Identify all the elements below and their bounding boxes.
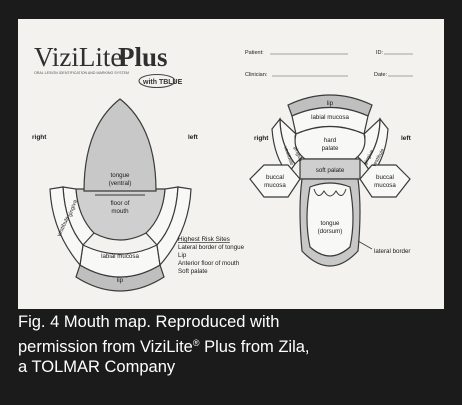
caption-line-2b: Plus from Zila, xyxy=(199,338,309,356)
patient-label: Patient: xyxy=(245,50,264,56)
lateral-border-leader xyxy=(358,241,372,249)
logo-brand: ViziLite xyxy=(34,42,122,72)
upper-labial-mucosa-label: labial mucosa xyxy=(311,114,349,121)
logo-plus: Plus xyxy=(118,42,168,72)
caption-line-3: a TOLMAR Company xyxy=(18,357,448,378)
risk-site-item: Lateral border of tongue xyxy=(178,244,245,251)
patient-form: Patient: ID: Clinician: Date: xyxy=(245,50,413,78)
left-map-right-label: right xyxy=(32,134,47,141)
lower-labial-mucosa-label: labial mucosa xyxy=(101,253,139,260)
mouth-map-card: ViziLite Plus ORAL LESION IDENTIFICATION… xyxy=(18,19,444,309)
right-map-right-label: right xyxy=(254,135,269,142)
logo-tagline: ORAL LESION IDENTIFICATION AND MARKING S… xyxy=(34,71,129,75)
hard-palate-label-2: palate xyxy=(322,145,339,152)
date-label: Date: xyxy=(374,72,388,78)
risk-site-item: Lip xyxy=(178,252,187,259)
upper-lip-label: lip xyxy=(327,100,334,107)
buccal-left-label-1: buccal xyxy=(266,174,284,181)
risk-site-item: Soft palate xyxy=(178,268,208,275)
lower-lip-label: lip xyxy=(117,277,124,284)
floor-label-2: mouth xyxy=(111,208,129,215)
vizilite-logo: ViziLite Plus ORAL LESION IDENTIFICATION… xyxy=(34,42,183,88)
id-label: ID: xyxy=(376,50,384,56)
buccal-left-label-2: mucosa xyxy=(264,182,286,189)
caption-line-2: permission from ViziLite® Plus from Zila… xyxy=(18,333,448,358)
lateral-border-label: lateral border xyxy=(374,248,410,255)
risk-sites-list: Highest Risk Sites Lateral border of ton… xyxy=(178,236,245,275)
tongue-dorsum-label-1: tongue xyxy=(321,220,340,227)
risk-sites-heading: Highest Risk Sites xyxy=(178,236,230,243)
lower-mouth-map xyxy=(50,99,191,291)
right-map-left-label: left xyxy=(401,135,412,142)
hard-palate-label-1: hard xyxy=(324,137,337,144)
caption-line-1: Fig. 4 Mouth map. Reproduced with xyxy=(18,312,448,333)
buccal-mucosa-right-region xyxy=(360,165,410,197)
ventral-tongue-label-1: tongue xyxy=(111,172,130,179)
caption-line-2a: permission from ViziLite xyxy=(18,338,193,356)
risk-site-item: Anterior floor of mouth xyxy=(178,260,240,267)
buccal-right-label-1: buccal xyxy=(376,174,394,181)
clinician-label: Clinician: xyxy=(245,72,268,78)
mouth-map-diagram: ViziLite Plus ORAL LESION IDENTIFICATION… xyxy=(18,19,444,309)
buccal-right-label-2: mucosa xyxy=(374,182,396,189)
floor-label-1: floor of xyxy=(111,200,130,207)
figure-caption: Fig. 4 Mouth map. Reproduced with permis… xyxy=(18,312,448,378)
ventral-tongue-label-2: (ventral) xyxy=(109,180,132,187)
tongue-dorsum-label-2: (dorsum) xyxy=(318,228,343,235)
left-map-left-label: left xyxy=(188,134,199,141)
buccal-mucosa-left-region xyxy=(250,165,300,197)
soft-palate-label: soft palate xyxy=(316,167,345,174)
logo-sub-brand: with TBLUE xyxy=(142,79,183,86)
